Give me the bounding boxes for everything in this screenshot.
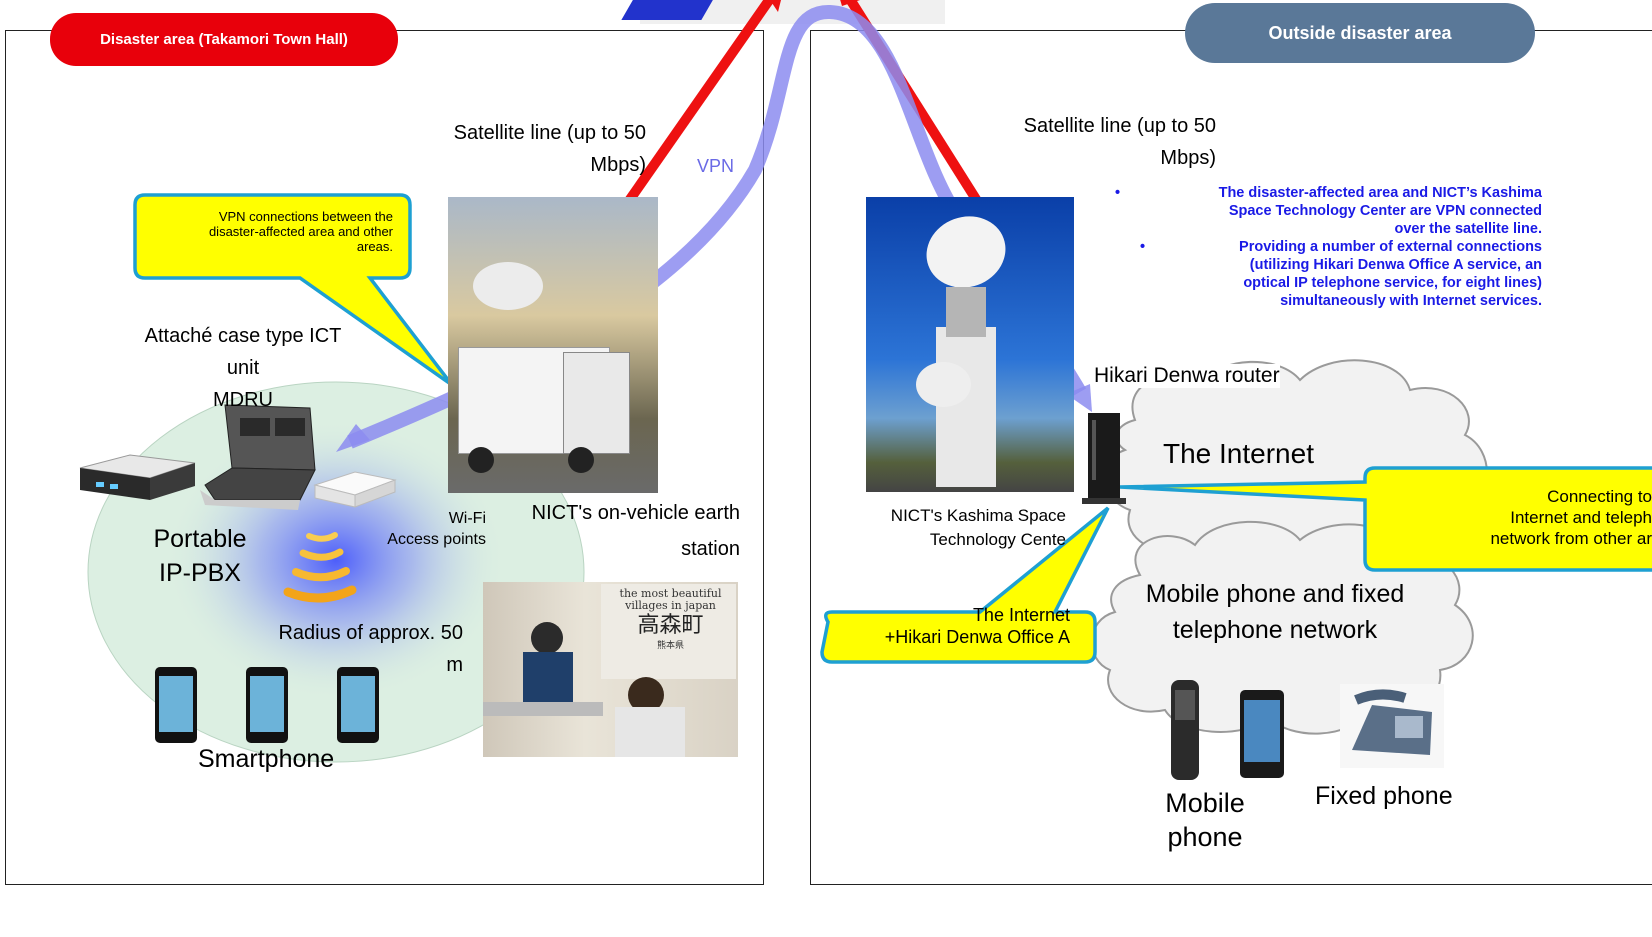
kashima-line-2: Technology Cente [929,530,1066,549]
radius-line-2: m [446,654,463,676]
info-bullets: • The disaster-affected area and NICT’s … [1095,184,1542,310]
banner-line-2: villages in japan [625,599,716,612]
connecting-callout-text: Connecting to Internet and teleph networ… [1365,486,1652,549]
connecting-line-2: Internet and teleph [1510,508,1652,527]
mobile-network-label: Mobile phone and fixed telephone network [1120,576,1430,648]
bullet-1: • The disaster-affected area and NICT’s … [1095,184,1542,238]
ict-unit-line-1: Attaché case type ICT [144,325,342,347]
internet-label: The Internet [1163,438,1314,469]
banner-line-4: 熊本県 [656,641,684,651]
vpn-callout-shape [133,193,454,387]
vpn-callout-line-1: VPN connections between the [218,209,393,224]
town-hall-photo: the most beautiful villages in japan 高森町… [483,582,738,757]
access-point [313,471,397,508]
vehicle-station-label: NICT's on-vehicle earth station [490,495,740,567]
wifi-line-2: Access points [387,531,486,548]
bullet-2: • Providing a number of external connect… [1095,238,1542,310]
right-satellite-line-2: Mbps) [1160,147,1216,169]
banner-line-1: the most beautiful [619,587,722,600]
ict-unit-line-2: unit [226,357,260,379]
internet-callout-text: The Internet +Hikari Denwa Office A [830,604,1070,648]
vehicle-station-line-1: NICT's on-vehicle earth [531,502,740,524]
router-device [1082,413,1126,504]
mobile-phone-label: Mobile phone [1140,786,1270,854]
router-label: Hikari Denwa router [1094,364,1280,388]
disaster-area-title: Disaster area (Takamori Town Hall) [50,13,398,66]
vehicle-station-line-2: station [681,538,740,560]
mobile-phone-line-1: Mobile [1165,788,1245,818]
vpn-callout-line-2: disaster-affected area and other [208,224,393,239]
left-satellite-line-1: Satellite line (up to 50 [453,122,646,144]
wifi-waves [283,532,357,603]
connecting-line-3: network from other ar [1490,529,1652,548]
bullet-1-line-2: Space Technology Center are VPN connecte… [1228,203,1542,219]
ict-unit-label: Attaché case type ICT unit MDRU [120,320,366,416]
left-satellite-line-2: Mbps) [590,154,646,176]
banner-text: the most beautiful villages in japan 高森町… [608,588,733,652]
bullet-1-line-1: The disaster-affected area and NICT’s Ka… [1218,185,1542,201]
mobile-network-line-2: telephone network [1172,616,1378,644]
bullet-1-dot: • [1115,185,1121,201]
pbx-label: Portable IP-PBX [120,522,280,590]
banner-line-3: 高森町 [637,613,704,638]
fixed-phone [1340,684,1444,768]
mobile-phone-line-2: phone [1167,822,1243,852]
outside-area-title: Outside disaster area [1185,3,1535,63]
connecting-line-1: Connecting to [1547,487,1652,506]
kashima-line-1: NICT's Kashima Space [890,506,1066,525]
pbx-line-2: IP-PBX [159,559,241,587]
mobile-network-line-1: Mobile phone and fixed [1145,580,1405,608]
bullet-2-line-1: Providing a number of external connectio… [1239,239,1542,255]
kashima-label: NICT's Kashima Space Technology Cente [838,504,1066,552]
mini-pc [79,454,196,500]
fixed-phone-label: Fixed phone [1315,782,1453,810]
vpn-callout-line-3: areas. [356,239,393,254]
internet-callout-line-1: The Internet [972,605,1070,625]
smartphone-label: Smartphone [198,745,335,773]
vpn-label: VPN [697,156,735,176]
satellite-image [621,0,945,24]
vehicle-photo [448,197,658,493]
bullet-2-line-3: optical IP telephone service, for eight … [1243,275,1542,291]
radius-line-1: Radius of approx. 50 [278,622,463,644]
smartphones [155,667,379,743]
internet-callout-line-2: +Hikari Denwa Office A [884,627,1070,647]
attache-case [200,404,316,510]
kashima-photo [866,197,1074,492]
right-satellite-line-label: Satellite line (up to 50 Mbps) [970,110,1216,174]
internet-callout-shape [820,506,1110,664]
right-satellite-line-1: Satellite line (up to 50 [1023,115,1216,137]
mobile-phones [1171,680,1284,780]
pbx-line-1: Portable [153,525,247,553]
radius-label: Radius of approx. 50 m [230,617,463,681]
wifi-label: Wi-Fi Access points [340,508,486,550]
ict-unit-line-3: MDRU [213,389,273,411]
left-satellite-line-label: Satellite line (up to 50 Mbps) [400,117,646,181]
wifi-line-1: Wi-Fi [448,510,486,527]
bullet-2-line-4: simultaneously with Internet services. [1280,293,1542,309]
bullet-2-line-2: (utilizing Hikari Denwa Office A service… [1249,257,1542,273]
bullet-1-line-3: over the satellite line. [1394,221,1542,237]
connecting-callout-shape [1119,466,1652,572]
vpn-callout-text: VPN connections between the disaster-aff… [145,209,393,254]
bullet-2-dot: • [1140,239,1146,255]
